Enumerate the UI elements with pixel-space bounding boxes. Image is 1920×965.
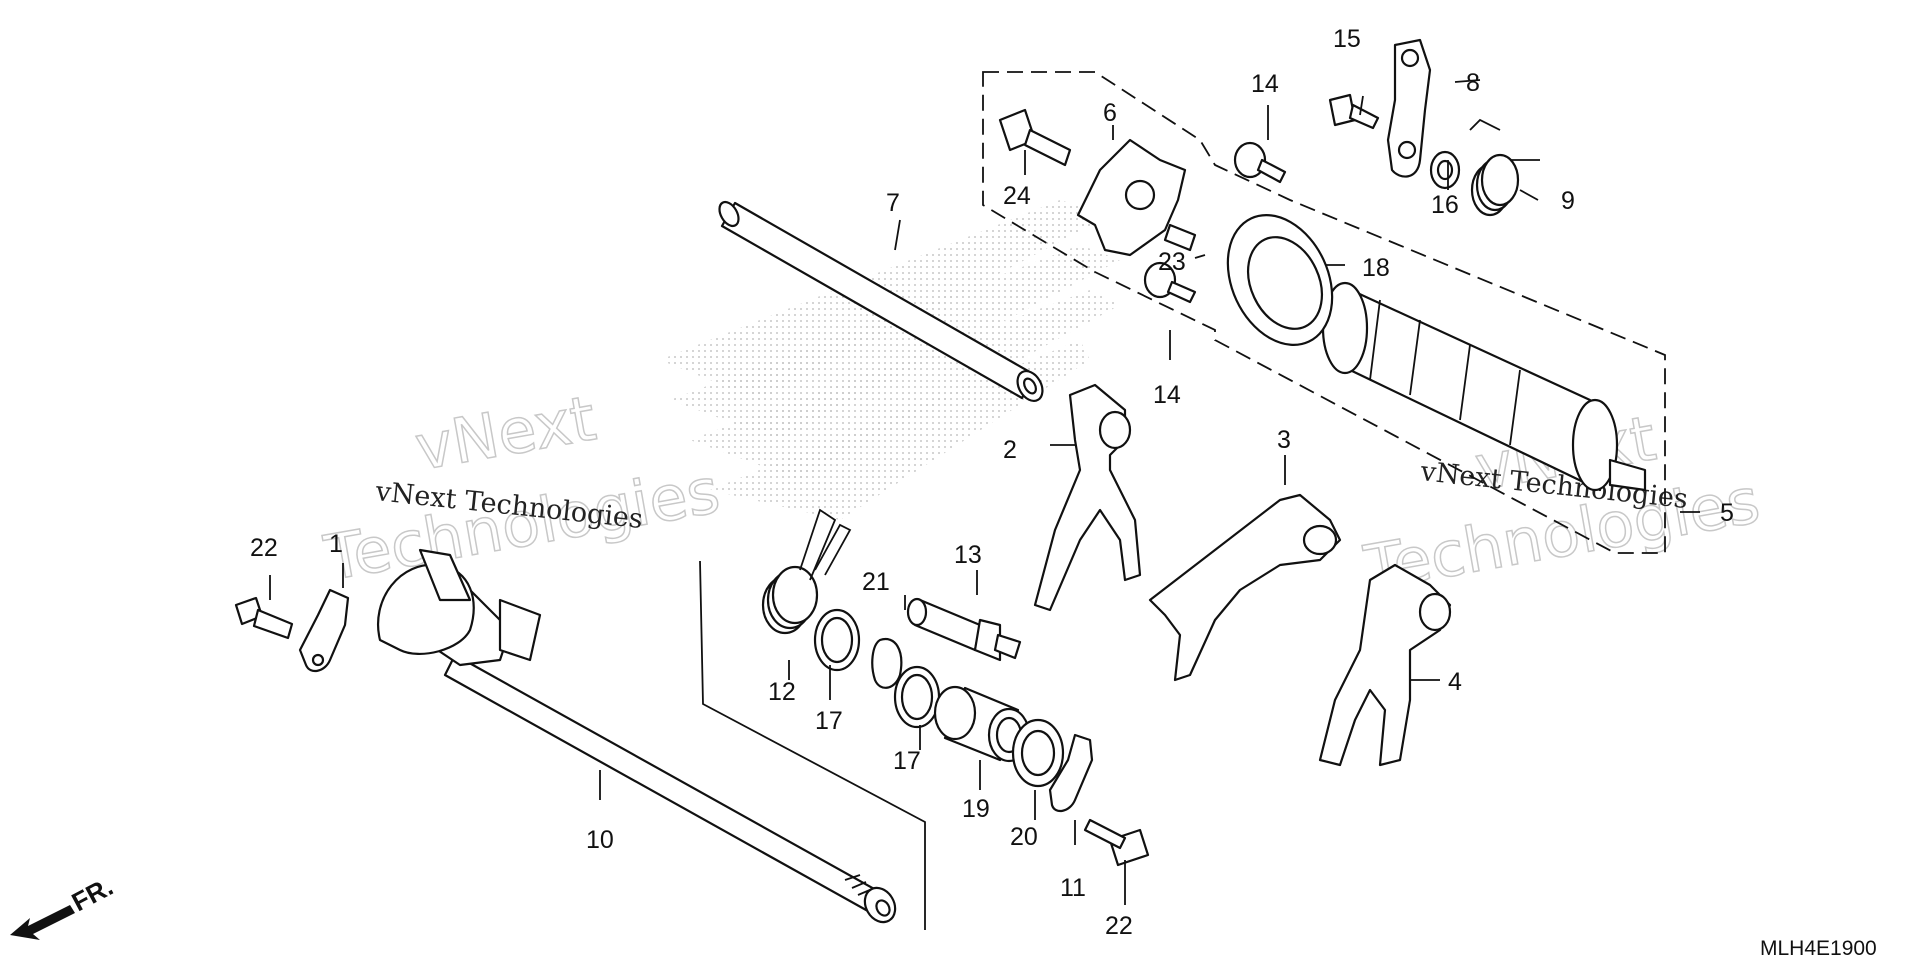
watermark-technologies-left: Technologies (319, 454, 725, 595)
shift-fork-3 (1148, 493, 1342, 682)
callout-10: 10 (586, 826, 614, 854)
callout-7: 7 (886, 189, 900, 217)
gearshift-spindle (377, 548, 897, 924)
callout-13: 13 (954, 541, 982, 569)
background-logo (660, 200, 1120, 520)
callout-24: 24 (1003, 182, 1031, 210)
front-direction-indicator: FR. (10, 871, 118, 940)
callout-3: 3 (1277, 426, 1291, 454)
fork-shaft (718, 200, 1044, 403)
shift-drum (1321, 281, 1647, 492)
callout-18: 18 (1362, 254, 1390, 282)
callout-16: 16 (1431, 191, 1459, 219)
spindle-pin (906, 597, 1022, 662)
stopper-arm (1386, 38, 1432, 178)
callout-6: 6 (1103, 99, 1117, 127)
callout-12: 12 (768, 678, 796, 706)
callout-22-bottom: 22 (1105, 912, 1133, 940)
flange-bolt-bottom (1083, 818, 1150, 867)
callout-1: 1 (329, 530, 343, 558)
callout-4: 4 (1448, 668, 1462, 696)
callout-23: 23 (1158, 248, 1186, 276)
callout-15: 15 (1333, 25, 1361, 53)
drum-center-bolt (998, 108, 1072, 167)
stopper-arm-bolt (1328, 93, 1380, 130)
circlip (871, 637, 903, 689)
stopper-plate (298, 588, 350, 673)
callout-2: 2 (1003, 436, 1017, 464)
callout-5: 5 (1720, 499, 1734, 527)
assembly-outline-spindle (699, 560, 926, 930)
callout-11: 11 (1060, 874, 1086, 902)
callout-20: 20 (1010, 823, 1038, 851)
return-spring (761, 508, 852, 635)
callout-17b: 17 (893, 747, 921, 775)
callout-14-lower: 14 (1153, 381, 1181, 409)
callouts: 1 2 3 4 5 6 7 8 9 10 11 12 13 14 14 15 1… (250, 25, 1734, 940)
stopper-bolt-upper (1233, 141, 1287, 184)
watermark-vnext-left: vNext (410, 381, 601, 484)
callout-17a: 17 (815, 707, 843, 735)
callout-22-left: 22 (250, 534, 278, 562)
drum-bearing (1226, 214, 1334, 346)
diagram-code: MLH4E1900 (1760, 937, 1877, 960)
callout-19: 19 (962, 795, 990, 823)
assembly-outline-drum (982, 71, 1666, 554)
direction-label: FR. (67, 871, 118, 917)
callout-14-upper: 14 (1251, 70, 1279, 98)
dowel-pin (1163, 223, 1197, 252)
flange-bolt-left (234, 596, 294, 640)
callout-21: 21 (862, 568, 890, 596)
callout-8: 8 (1466, 69, 1480, 97)
leader-lines (269, 79, 1700, 905)
stopper-arm-spring (1469, 118, 1540, 217)
setting-plate (1048, 733, 1094, 813)
callout-9: 9 (1561, 187, 1575, 215)
stopper-bolt-lower (1143, 261, 1197, 304)
